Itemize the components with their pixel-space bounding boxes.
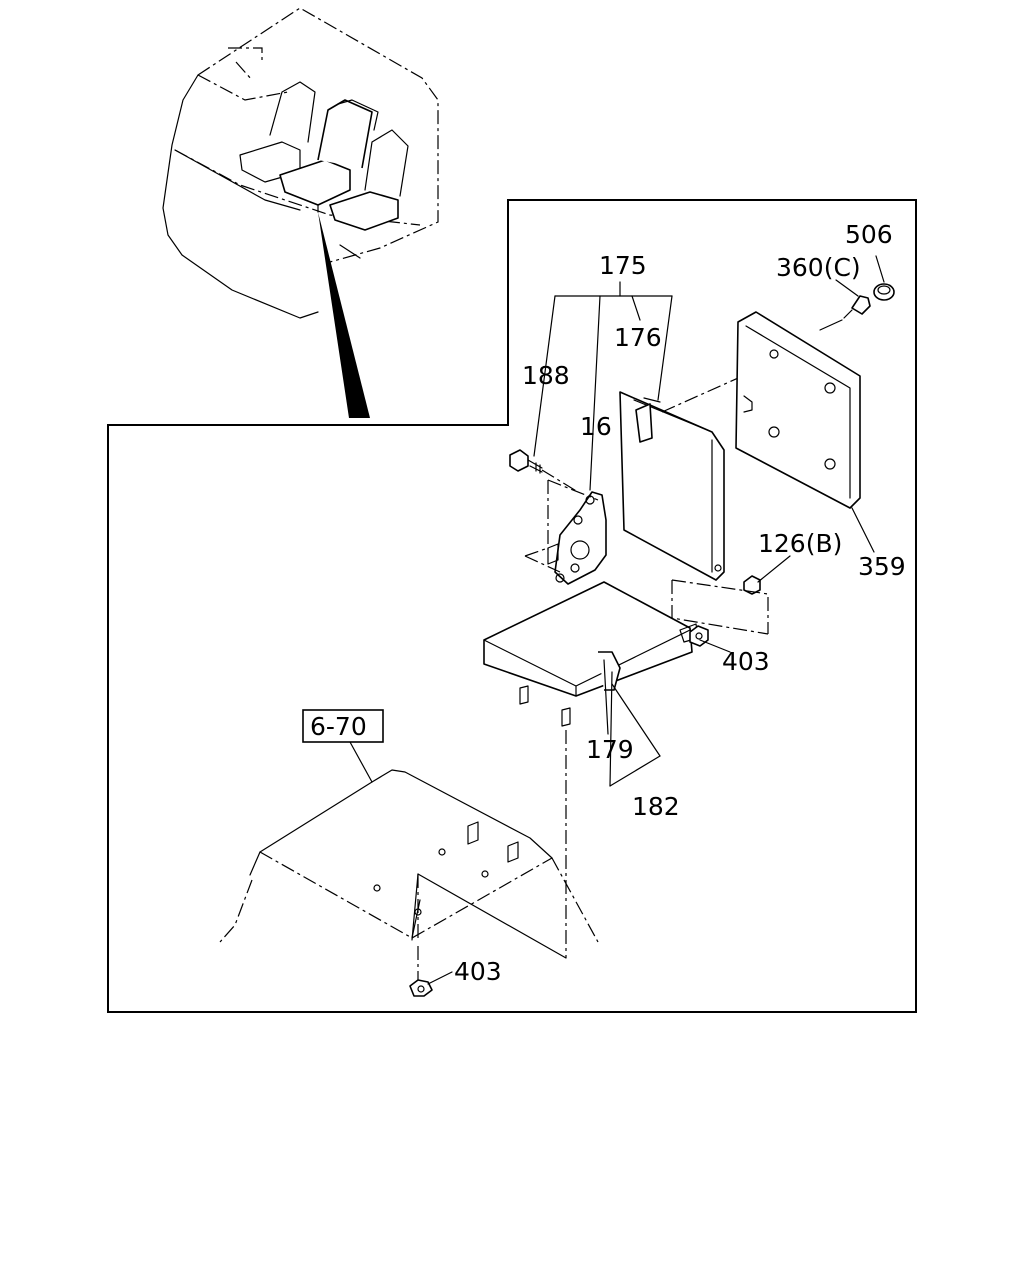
nut-403-lower-part bbox=[409, 946, 433, 997]
label-16: 16 bbox=[580, 412, 612, 441]
label-188: 188 bbox=[522, 361, 570, 390]
seat-back-panel bbox=[619, 361, 775, 581]
nut-403-upper-part bbox=[689, 625, 709, 647]
bolt-188-part bbox=[509, 449, 579, 493]
part-labels: 175 176 188 16 506 360(C) 359 126(B) 403… bbox=[302, 220, 906, 986]
screw-360-part bbox=[819, 295, 871, 331]
label-182: 182 bbox=[632, 792, 680, 821]
seat-bracket-part bbox=[524, 479, 607, 585]
cab-overview bbox=[162, 7, 439, 418]
label-359: 359 bbox=[858, 552, 906, 581]
seat-base-floor bbox=[219, 769, 599, 943]
label-176: 176 bbox=[614, 323, 662, 352]
label-506: 506 bbox=[845, 220, 893, 249]
seat-cushion-part bbox=[411, 581, 699, 959]
label-126: 126(B) bbox=[758, 529, 842, 558]
label-175: 175 bbox=[599, 251, 647, 280]
cap-506-part bbox=[873, 283, 895, 301]
label-360: 360(C) bbox=[776, 253, 861, 282]
bolt-126-part bbox=[671, 575, 769, 635]
label-ref-6-70: 6-70 bbox=[310, 712, 367, 741]
label-179: 179 bbox=[586, 735, 634, 764]
detail-frame bbox=[107, 199, 917, 1013]
label-403-upper: 403 bbox=[722, 647, 770, 676]
ref-box bbox=[302, 709, 384, 743]
label-403-lower: 403 bbox=[454, 957, 502, 986]
leader-lines bbox=[349, 255, 885, 985]
back-cover-part bbox=[735, 311, 861, 509]
